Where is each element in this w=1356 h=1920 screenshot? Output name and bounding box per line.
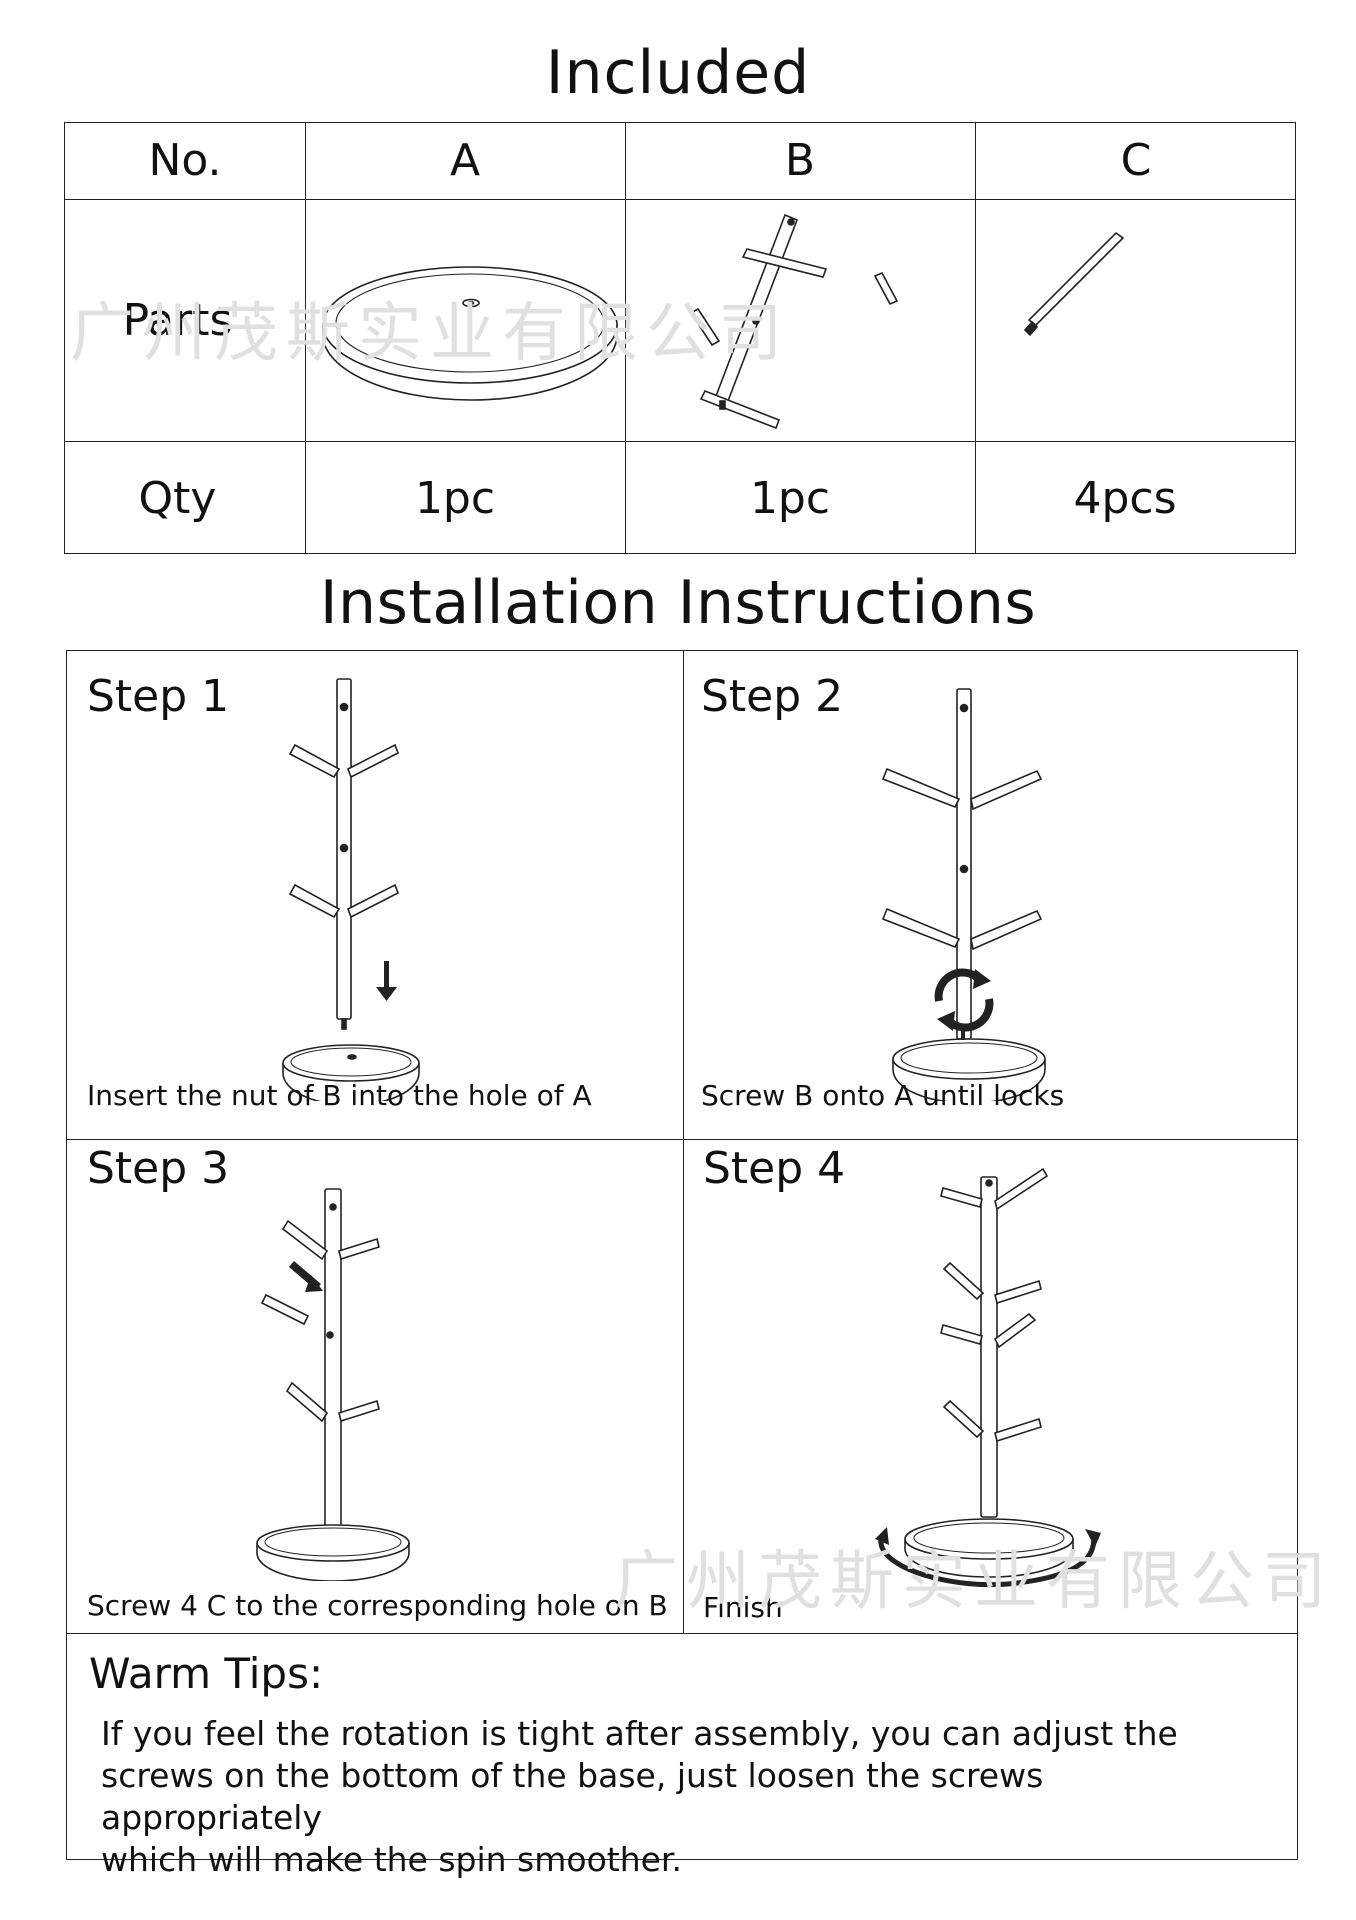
part-b-pole-illustration [689, 213, 899, 430]
step-1-caption: Insert the nut of B into the hole of A [87, 1079, 592, 1112]
header-no: No. [148, 135, 222, 186]
step-3-title: Step 3 [87, 1143, 230, 1194]
watermark-text: 广州茂斯实业有限公司 [70, 297, 790, 371]
header-b: B [784, 135, 816, 186]
step-2-title: Step 2 [701, 671, 844, 722]
watermark-text-2: 广州茂斯实业有限公司 [614, 1545, 1334, 1619]
step-1-illustration [282, 678, 420, 1101]
qty-c: 4pcs [1073, 473, 1177, 524]
warm-tips-title: Warm Tips: [89, 1649, 324, 1698]
step-4-caption: Finish [703, 1591, 783, 1624]
warm-tips-body: If you feel the rotation is tight after … [101, 1713, 1251, 1881]
step-4-illustration [875, 1167, 1101, 1588]
installation-title: Installation Instructions [319, 568, 1037, 638]
header-c: C [1120, 135, 1152, 186]
step-4-title: Step 4 [703, 1143, 846, 1194]
step-3-caption: Screw 4 C to the corresponding hole on B [87, 1589, 668, 1622]
step-2-illustration [881, 688, 1046, 1101]
row-qty-label: Qty [138, 473, 217, 524]
steps-grid: Step 1 Insert the nut of B into the hole… [66, 650, 1298, 1879]
step-1-title: Step 1 [87, 671, 230, 722]
qty-a: 1pc [414, 473, 496, 524]
tips-line-1: If you feel the rotation is tight after … [101, 1714, 1178, 1753]
tips-line-3: which will make the spin smoother. [101, 1840, 682, 1879]
step-3-illustration [256, 1188, 410, 1581]
header-a: A [449, 135, 481, 186]
step-2-caption: Screw B onto A until locks [701, 1079, 1065, 1112]
qty-b: 1pc [749, 473, 831, 524]
part-a-base-illustration [322, 266, 618, 401]
included-title: Included [545, 38, 811, 108]
part-c-rod-illustration [1023, 231, 1125, 337]
tips-line-2: screws on the bottom of the base, just l… [101, 1756, 1044, 1837]
parts-table: No. A B C Parts [64, 122, 1296, 554]
row-parts-label: Parts [122, 295, 233, 346]
